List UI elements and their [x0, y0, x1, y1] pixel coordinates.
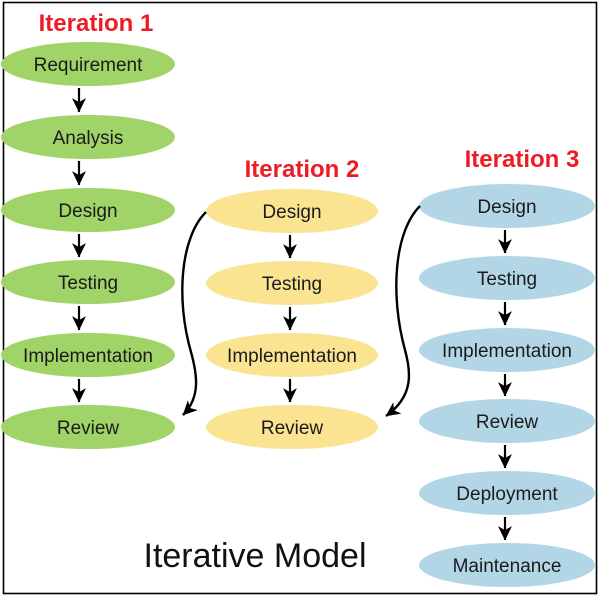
iteration-3-step-design	[419, 184, 595, 228]
step-label-analysis: Analysis	[53, 128, 124, 149]
step-label-implementation: Implementation	[23, 346, 153, 367]
iteration-1-step-design	[1, 188, 175, 232]
step-label-implementation: Implementation	[227, 346, 357, 367]
iteration-1-step-testing	[1, 260, 175, 304]
iteration-2-label: Iteration 2	[245, 156, 360, 183]
step-label-design: Design	[477, 197, 536, 218]
step-label-design: Design	[58, 201, 117, 222]
step-label-testing: Testing	[262, 274, 322, 295]
iteration-3-step-testing	[419, 256, 595, 300]
step-label-design: Design	[262, 202, 321, 223]
step-label-testing: Testing	[58, 273, 118, 294]
iteration-3-step-maintenance	[419, 543, 595, 587]
diagram-title: Iterative Model	[144, 537, 367, 575]
iteration-1-step-analysis	[1, 115, 175, 159]
iteration-1-step-implementation	[1, 333, 175, 377]
iteration-2-step-implementation	[206, 333, 378, 377]
step-label-review: Review	[476, 412, 539, 433]
feedback-arrow-design3-to-review2	[385, 205, 421, 417]
iteration-1-step-review	[1, 405, 175, 449]
step-label-maintenance: Maintenance	[453, 556, 562, 577]
step-label-review: Review	[261, 418, 324, 439]
feedback-arrow-design2-to-review1	[181, 211, 207, 416]
step-label-testing: Testing	[477, 269, 537, 290]
iteration-3-step-review	[419, 399, 595, 443]
iteration-2-step-testing	[206, 261, 378, 305]
step-label-deployment: Deployment	[456, 484, 558, 505]
iteration-3-step-deployment	[419, 471, 595, 515]
iteration-1-label: Iteration 1	[39, 10, 154, 37]
iteration-3-label: Iteration 3	[465, 146, 580, 173]
step-label-review: Review	[57, 418, 120, 439]
iteration-2-step-design	[206, 189, 378, 233]
iteration-1-step-requirement	[1, 42, 175, 86]
iteration-3-step-implementation	[419, 328, 595, 372]
step-label-requirement: Requirement	[34, 55, 143, 76]
step-label-implementation: Implementation	[442, 341, 572, 362]
iteration-2-step-review	[206, 405, 378, 449]
